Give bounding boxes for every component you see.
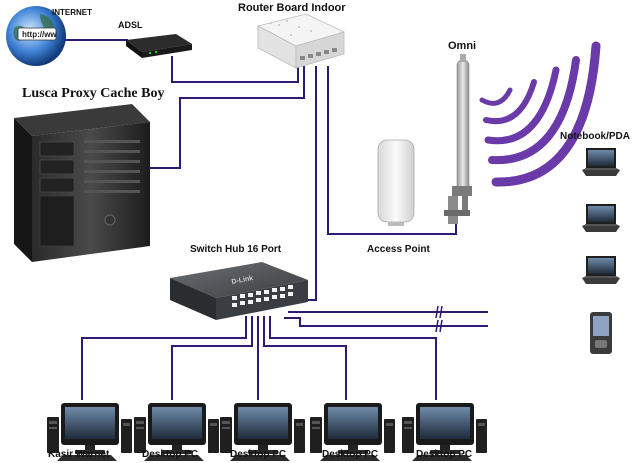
- cable-switch-right-2: [284, 317, 488, 327]
- adsl-modem-icon: [126, 34, 192, 58]
- internet-label: INTERNET: [52, 8, 92, 17]
- router-icon: [256, 13, 346, 69]
- globe-icon: [6, 6, 66, 66]
- wifi-signal-icon: [479, 41, 601, 187]
- adsl-label: ADSL: [118, 20, 143, 30]
- access-point-icon: [377, 139, 415, 226]
- proxy-label: Lusca Proxy Cache Boy: [22, 86, 165, 101]
- cable-switch-pc1: [81, 316, 247, 400]
- cable-switch-pc2: [171, 316, 253, 400]
- switch-brand-label: D-Link: [231, 275, 254, 286]
- cable-router-switch: [296, 66, 317, 301]
- switch-label: Switch Hub 16 Port: [190, 244, 282, 255]
- server-tower-icon: [14, 104, 150, 262]
- notebook-icon: [582, 204, 620, 232]
- pda-icon: [590, 312, 612, 354]
- cable-switch-pc5: [269, 316, 437, 400]
- cable-router-proxy: [148, 66, 305, 169]
- notebook-pda-label: Notebook/PDA: [560, 131, 630, 142]
- notebook-icon: [582, 148, 620, 176]
- switch-icon: D-Link: [170, 262, 308, 320]
- globe-url-text: http://ww: [22, 30, 57, 39]
- pc-label-desktop-2: Desktop PC: [230, 449, 287, 460]
- cables: [62, 39, 488, 400]
- omni-antenna-icon: [444, 54, 472, 224]
- omni-label: Omni: [448, 40, 477, 52]
- notebook-icon: [582, 256, 620, 284]
- pc-label-kasir: Kasir Warnet: [48, 449, 110, 460]
- pc-label-desktop-3: Desktop PC: [322, 449, 379, 460]
- cable-adsl-router: [171, 56, 299, 83]
- cable-switch-pc4: [263, 316, 347, 400]
- cable-router-ap: [327, 66, 457, 235]
- pc-label-desktop-1: Desktop PC: [142, 449, 199, 460]
- router-label: Router Board Indoor: [238, 2, 346, 14]
- pc-label-desktop-4: Desktop PC: [416, 449, 473, 460]
- access-point-label: Access Point: [367, 244, 430, 255]
